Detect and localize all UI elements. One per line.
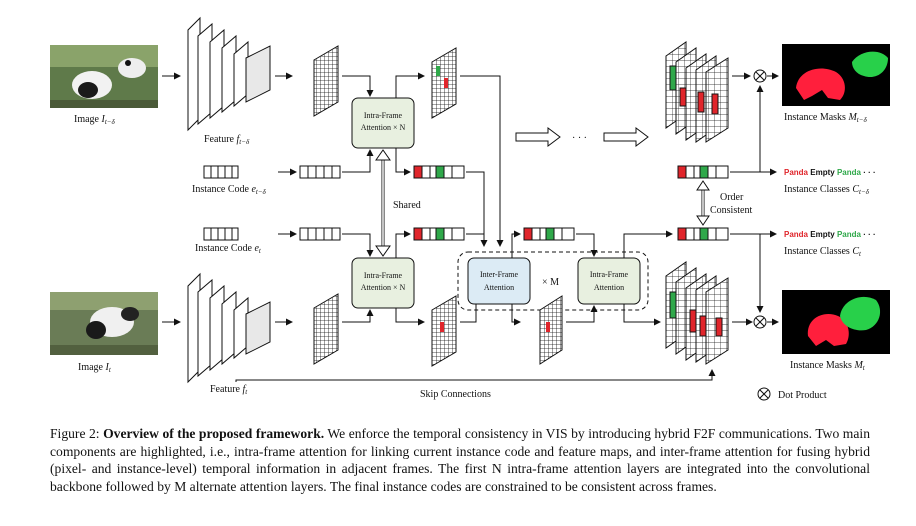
feature-bottom-label: Feature ft xyxy=(210,384,248,396)
dot-product-legend-icon xyxy=(757,387,771,401)
feature-map-bottom xyxy=(313,293,339,365)
inter-frame-attention: Inter-Frame Attention xyxy=(467,257,531,305)
svg-text:Inter-Frame: Inter-Frame xyxy=(480,270,518,279)
skip-connections-label: Skip Connections xyxy=(420,389,491,400)
instance-code-bottom-out xyxy=(413,227,465,241)
feature-map-top-out xyxy=(431,47,457,119)
time-arrow xyxy=(515,127,649,147)
intra-frame-attention-right: Intra-Frame Attention xyxy=(577,257,641,305)
output-maps-top xyxy=(665,41,729,143)
instance-code-bottom xyxy=(203,227,239,241)
image-bottom-label: Image It xyxy=(78,362,112,374)
instance-code-top-out xyxy=(413,165,465,179)
dots: · · · xyxy=(572,133,587,144)
svg-text:Attention × N: Attention × N xyxy=(361,123,406,132)
intra-frame-attention-top: Intra-Frame Attention × N xyxy=(351,97,415,149)
shared-label: Shared xyxy=(393,200,421,211)
svg-text:Attention × N: Attention × N xyxy=(361,283,406,292)
classes-bottom-label: Instance Classes Ct xyxy=(784,246,862,258)
feature-top-label: Feature ft−δ xyxy=(204,134,250,146)
times-m-label: × M xyxy=(542,277,559,288)
consistent-label: Consistent xyxy=(710,205,752,216)
instance-code-bottom-label: Instance Code et xyxy=(195,243,262,255)
svg-text:Intra-Frame: Intra-Frame xyxy=(590,270,629,279)
dot-product-legend-label: Dot Product xyxy=(778,390,827,401)
feature-map-top xyxy=(313,45,339,117)
order-consistent-arrow xyxy=(696,180,710,226)
masks-bottom-label: Instance Masks Mt xyxy=(790,360,866,372)
image-bottom xyxy=(50,292,158,355)
output-maps-bottom xyxy=(665,261,729,365)
classes-bottom-values: Panda Empty Panda · · · xyxy=(784,230,876,239)
svg-text:Attention: Attention xyxy=(594,283,624,292)
classes-top-label: Instance Classes Ct−δ xyxy=(784,184,870,196)
instance-code-bottom-in xyxy=(299,227,341,241)
svg-text:Attention: Attention xyxy=(484,283,514,292)
intra-frame-attention-bottom: Intra-Frame Attention × N xyxy=(351,257,415,309)
instance-code-mid xyxy=(523,227,575,241)
instance-mask-bottom xyxy=(782,290,890,354)
caption-prefix: Figure 2: xyxy=(50,426,104,441)
svg-text:Intra-Frame: Intra-Frame xyxy=(364,271,403,280)
instance-code-right-top xyxy=(677,165,729,179)
feature-stack-top xyxy=(187,16,271,132)
instance-code-right-bottom xyxy=(677,227,729,241)
image-top xyxy=(50,45,158,108)
svg-text:Intra-Frame: Intra-Frame xyxy=(364,111,403,120)
dot-product-bottom xyxy=(753,315,767,329)
image-top-label: Image It−δ xyxy=(74,114,116,126)
feature-map-mid xyxy=(539,295,563,365)
feature-map-bottom-out xyxy=(431,295,457,367)
caption-text: We enforce the temporal consistency in V… xyxy=(50,426,870,494)
dot-product-top xyxy=(753,69,767,83)
order-label: Order xyxy=(720,192,744,203)
classes-top-values: Panda Empty Panda · · · xyxy=(784,168,876,177)
caption-bold: Overview of the proposed framework. xyxy=(103,426,325,441)
figure-caption: Figure 2: Overview of the proposed frame… xyxy=(50,425,870,495)
feature-stack-bottom xyxy=(187,272,271,384)
instance-mask-top xyxy=(782,44,890,106)
framework-diagram: Image It−δ Feature ft−δ Intra-Frame Atte… xyxy=(50,16,890,401)
shared-arrow xyxy=(375,149,391,257)
masks-top-label: Instance Masks Mt−δ xyxy=(784,112,867,124)
instance-code-top xyxy=(203,165,239,179)
instance-code-top-label: Instance Code et−δ xyxy=(192,184,267,196)
instance-code-top-in xyxy=(299,165,341,179)
